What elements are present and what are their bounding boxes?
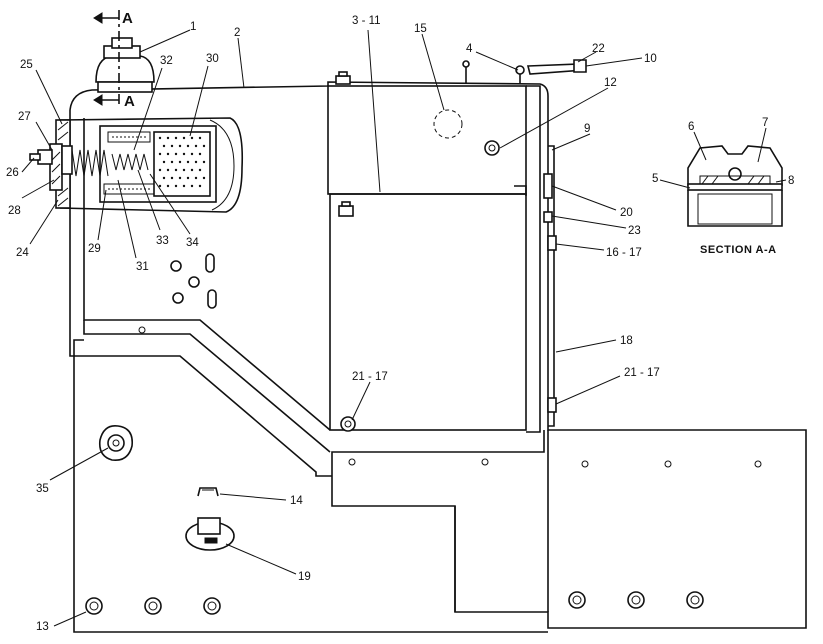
label-32: 32 [160, 55, 173, 67]
cut-letter-bottom: A [124, 93, 135, 110]
label-6: 6 [688, 121, 694, 133]
cover-top-bolt [335, 71, 351, 85]
label-28: 28 [8, 205, 21, 217]
label-4: 4 [466, 43, 473, 55]
label-29: 29 [88, 243, 101, 255]
breather-cap [95, 37, 155, 93]
leader-lines [21, 29, 787, 627]
label-14: 14 [290, 495, 303, 507]
label-1: 1 [190, 21, 196, 33]
label-31: 31 [136, 261, 149, 273]
plug-12 [484, 140, 500, 156]
sight-gauge [185, 517, 235, 551]
section-a-a-detail: SECTION A-A [687, 145, 783, 256]
lever-assembly [462, 59, 587, 84]
label-19: 19 [298, 571, 311, 583]
filter-valve-assembly [29, 117, 244, 213]
label-18: 18 [620, 335, 633, 347]
label-27: 27 [18, 111, 31, 123]
label-34: 34 [186, 237, 199, 249]
label-23: 23 [628, 225, 641, 237]
cover-boss [433, 109, 463, 139]
label-22: 22 [592, 43, 605, 55]
label-21-17-cover: 21 - 17 [352, 371, 388, 383]
bottom-holes [85, 591, 704, 615]
label-10: 10 [644, 53, 657, 65]
cover-lower-bolt [340, 416, 356, 432]
panel-holes [138, 253, 762, 468]
section-cut-marker: A A [93, 10, 135, 110]
label-16-17: 16 - 17 [606, 247, 642, 259]
label-7: 7 [762, 117, 768, 129]
label-21-17-side: 21 - 17 [624, 367, 660, 379]
label-15: 15 [414, 23, 427, 35]
drain-boss [98, 424, 134, 462]
label-26: 26 [6, 167, 19, 179]
label-35: 35 [36, 483, 49, 495]
label-25: 25 [20, 59, 33, 71]
label-9: 9 [584, 123, 590, 135]
main-housing [69, 81, 807, 633]
label-33: 33 [156, 235, 169, 247]
label-30: 30 [206, 53, 219, 65]
label-2: 2 [234, 27, 240, 39]
cover-bolt [338, 201, 354, 217]
label-3-11: 3 - 11 [352, 15, 381, 27]
label-13: 13 [36, 621, 49, 633]
lug-14 [197, 487, 219, 497]
part-labels: 1 2 3 - 11 4 5 6 7 8 9 10 12 13 14 15 16… [6, 15, 794, 633]
label-8: 8 [788, 175, 794, 187]
label-24: 24 [16, 247, 29, 259]
label-20: 20 [620, 207, 633, 219]
label-5: 5 [652, 173, 658, 185]
section-title: SECTION A-A [700, 244, 777, 256]
label-12: 12 [604, 77, 617, 89]
cut-letter-top: A [122, 10, 133, 27]
